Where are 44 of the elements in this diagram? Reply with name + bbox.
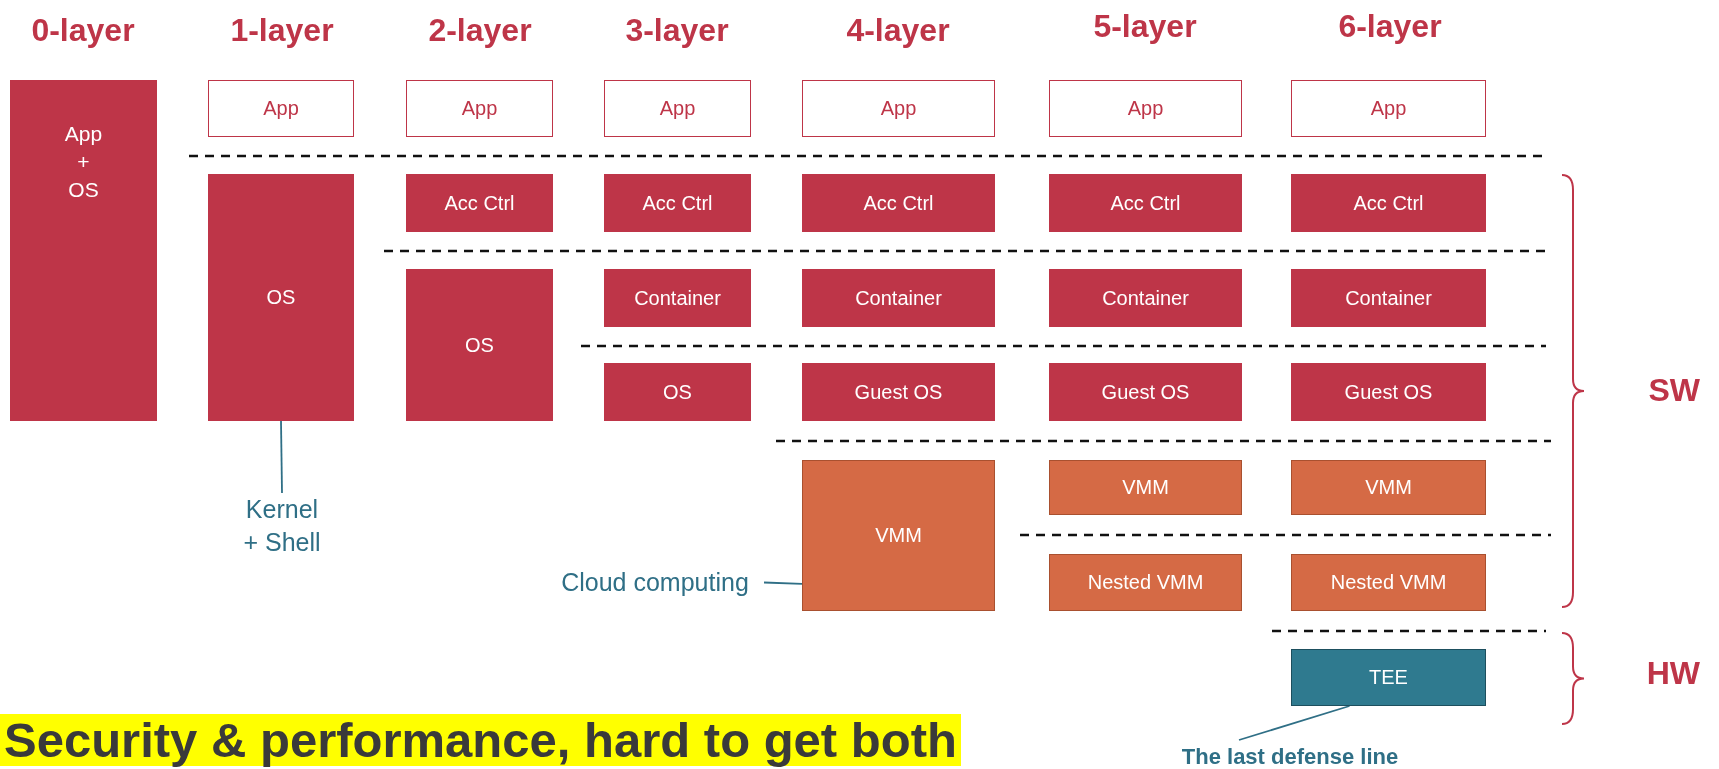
layer-box: Guest OS bbox=[1291, 363, 1486, 421]
layer-box: Acc Ctrl bbox=[802, 174, 995, 232]
layer-heading: 0-layer bbox=[31, 12, 135, 49]
leader-line bbox=[763, 581, 803, 585]
layer-heading: 2-layer bbox=[428, 12, 532, 49]
app-box: App bbox=[406, 80, 553, 137]
layer-box: Acc Ctrl bbox=[1291, 174, 1486, 232]
vmm-box: Nested VMM bbox=[1049, 554, 1242, 611]
layer-heading: 3-layer bbox=[625, 12, 729, 49]
layer-heading: 1-layer bbox=[230, 12, 334, 49]
layer-box: Container bbox=[1291, 269, 1486, 327]
layer-box: OS bbox=[406, 269, 553, 421]
callout-text: Kernel + Shell bbox=[240, 493, 324, 559]
layer-box: Container bbox=[802, 269, 995, 327]
layer-box: Guest OS bbox=[1049, 363, 1242, 421]
app-box: App bbox=[1049, 80, 1242, 137]
layer-box: Acc Ctrl bbox=[1049, 174, 1242, 232]
vmm-box: VMM bbox=[1291, 460, 1486, 515]
app-box: App bbox=[1291, 80, 1486, 137]
app-box: App bbox=[604, 80, 751, 137]
layer-box: App + OS bbox=[10, 80, 157, 421]
side-label: SW bbox=[1648, 372, 1700, 409]
leader-line bbox=[280, 420, 283, 494]
layer-heading: 5-layer bbox=[1093, 8, 1197, 45]
callout-text: Cloud computing bbox=[546, 566, 764, 599]
leader-line bbox=[1238, 705, 1351, 741]
layer-box: Acc Ctrl bbox=[604, 174, 751, 232]
highlighted-note: Security & performance, hard to get both bbox=[0, 714, 961, 766]
layer-box: Acc Ctrl bbox=[406, 174, 553, 232]
layer-heading: 6-layer bbox=[1338, 8, 1442, 45]
vmm-box: VMM bbox=[802, 460, 995, 611]
app-box: App bbox=[802, 80, 995, 137]
layer-box: OS bbox=[604, 363, 751, 421]
tee-box: TEE bbox=[1291, 649, 1486, 706]
layer-box: Container bbox=[1049, 269, 1242, 327]
layer-box: Container bbox=[604, 269, 751, 327]
side-label: HW bbox=[1646, 655, 1700, 692]
callout-text: The last defense line bbox=[1140, 740, 1440, 769]
vmm-box: VMM bbox=[1049, 460, 1242, 515]
app-box: App bbox=[208, 80, 354, 137]
layer-box: Guest OS bbox=[802, 363, 995, 421]
layer-box: OS bbox=[208, 174, 354, 421]
layer-heading: 4-layer bbox=[846, 12, 950, 49]
vmm-box: Nested VMM bbox=[1291, 554, 1486, 611]
